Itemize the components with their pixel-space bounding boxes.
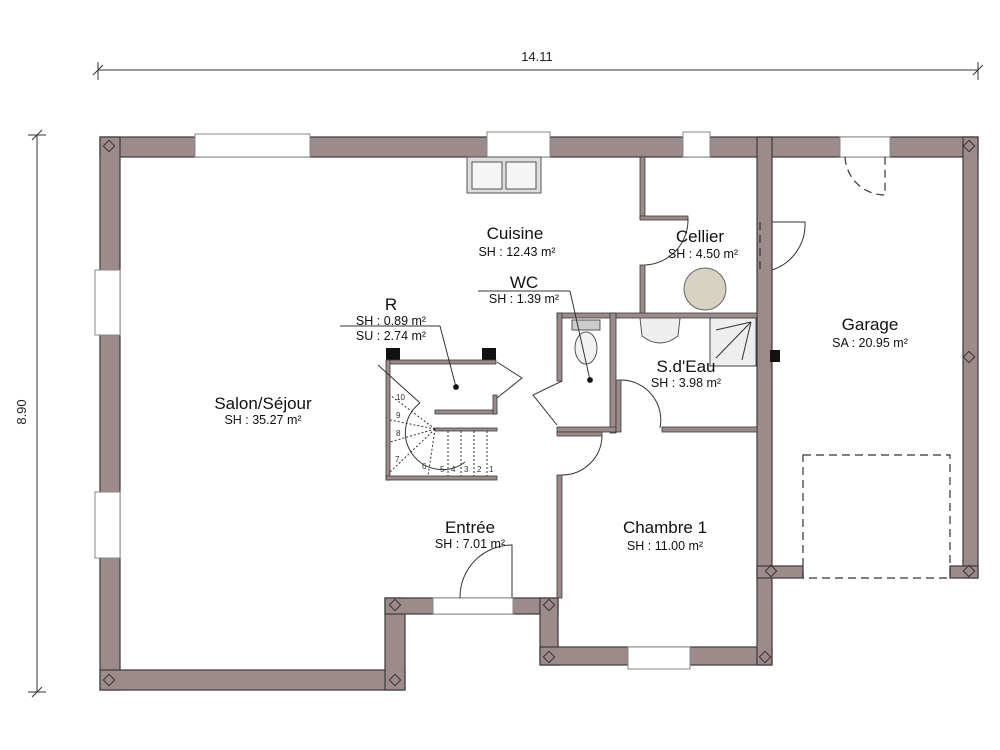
room-area: SH : 35.27 m²	[224, 413, 301, 427]
room-name: Entrée	[445, 518, 495, 537]
room-chambre-1: Chambre 1 SH : 11.00 m²	[623, 518, 707, 553]
room-cuisine: Cuisine SH : 12.43 m²	[478, 224, 555, 259]
room-area: SH : 3.98 m²	[651, 376, 721, 390]
doors	[459, 156, 951, 599]
label-leaders	[340, 290, 593, 390]
shower	[709, 317, 757, 367]
room-name: Garage	[842, 315, 899, 334]
washbasin	[639, 317, 681, 344]
staircase: 1 2 3 4 5 6 7 8 9 10	[377, 348, 523, 481]
step-6: 6	[422, 462, 427, 471]
room-sdeau: S.d'Eau SH : 3.98 m²	[651, 357, 721, 390]
room-area-su: SU : 2.74 m²	[356, 329, 426, 343]
room-name: S.d'Eau	[656, 357, 715, 376]
room-area: SA : 20.95 m²	[832, 336, 908, 350]
step-2: 2	[477, 465, 482, 474]
step-10: 10	[396, 393, 405, 402]
room-area: SH : 11.00 m²	[627, 539, 703, 553]
step-5: 5	[440, 465, 445, 474]
width-dimension: 14.11	[92, 49, 984, 80]
water-heater	[683, 267, 727, 311]
toilet	[571, 319, 601, 365]
room-area: SH : 1.39 m²	[489, 292, 559, 306]
room-wc: WC SH : 1.39 m²	[489, 273, 559, 306]
step-9: 9	[396, 411, 401, 420]
step-1: 1	[489, 465, 494, 474]
step-7: 7	[395, 455, 400, 464]
step-8: 8	[396, 429, 401, 438]
room-salon: Salon/Séjour SH : 35.27 m²	[214, 394, 312, 427]
height-dimension: 8.90	[14, 129, 46, 698]
room-area: SH : 7.01 m²	[435, 537, 505, 551]
room-name: WC	[510, 273, 538, 292]
room-entree: Entrée SH : 7.01 m²	[435, 518, 505, 551]
room-area: SH : 0.89 m²	[356, 314, 426, 328]
room-name: Cuisine	[487, 224, 544, 243]
room-r: R SH : 0.89 m² SU : 2.74 m²	[356, 295, 426, 343]
height-label: 8.90	[14, 399, 29, 424]
room-name: R	[385, 295, 397, 314]
step-3: 3	[464, 465, 469, 474]
room-name: Cellier	[676, 227, 725, 246]
room-name: Salon/Séjour	[214, 394, 312, 413]
room-name: Chambre 1	[623, 518, 707, 537]
pillar-markers	[102, 139, 976, 687]
interior-walls	[556, 156, 758, 599]
kitchen-sink	[466, 156, 542, 194]
room-area: SH : 4.50 m²	[668, 247, 738, 261]
room-area: SH : 12.43 m²	[478, 245, 555, 259]
windows	[94, 131, 891, 670]
room-cellier: Cellier SH : 4.50 m²	[668, 227, 738, 261]
room-garage: Garage SA : 20.95 m²	[832, 315, 908, 350]
step-4: 4	[451, 465, 456, 474]
width-label: 14.11	[521, 49, 553, 64]
